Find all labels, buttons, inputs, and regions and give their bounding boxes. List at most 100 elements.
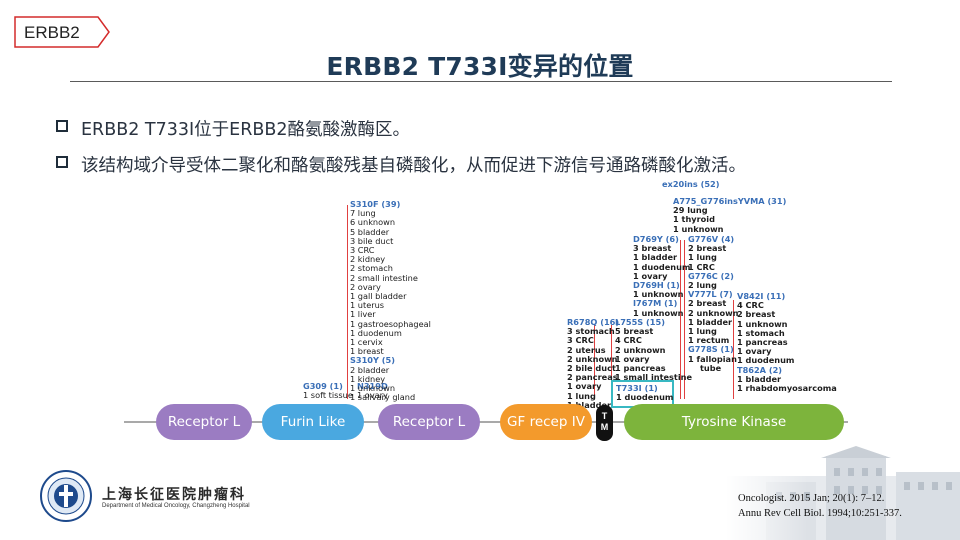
mutation-line-text: 1 unknown xyxy=(633,307,684,318)
mutation-line-text: 2 stomach xyxy=(350,263,393,274)
references: Oncologist. 2015 Jan; 20(1): 7–12. Annu … xyxy=(738,491,902,521)
mutation-header: S310F (39) xyxy=(350,199,401,209)
mutation-header: G309 (1) xyxy=(303,381,343,391)
mutation-line-text: 3 CRC xyxy=(567,335,594,346)
mutation-line-text: 1 gall bladder xyxy=(350,291,407,302)
mutation-line-text: 1 rectum xyxy=(688,335,730,346)
mutation-line-v842i xyxy=(733,300,734,399)
mutation-line-s310 xyxy=(347,205,348,399)
mutation-line-text: 3 bile duct xyxy=(350,235,394,246)
mutation-line-text: 1 ovary xyxy=(737,346,772,357)
mutation-header: L755S (15) xyxy=(615,317,665,327)
mutation-label-n319d: N319D 1 ovary xyxy=(357,381,388,401)
mutation-line-l755s xyxy=(611,325,612,381)
mutation-line-text: 1 duodenum xyxy=(350,327,402,338)
mutation-line-text: 1 CRC xyxy=(688,261,715,272)
mutation-line-text: 1 pancreas xyxy=(737,337,788,348)
mutation-header: V842I (11) xyxy=(737,291,786,301)
mutation-header: T862A (2) xyxy=(737,364,783,375)
mutation-label-r678q: R678Q (16) 3 stomach 3 CRC 2 uterus 2 un… xyxy=(567,317,620,410)
mutation-line-text: 4 CRC xyxy=(737,300,764,311)
mutation-line-text: 2 bile duct xyxy=(567,363,616,374)
mutation-line-text: 2 breast xyxy=(688,243,727,254)
mutation-line-text: 6 unknown xyxy=(350,217,396,228)
mutation-line-text: tube xyxy=(700,362,722,373)
mutation-label-t733i: T733I (1) 1 duodenum xyxy=(616,383,673,402)
mutation-line-text: 2 kidney xyxy=(350,254,386,265)
mutation-header: ex20ins (52) xyxy=(662,179,720,189)
domain-gf-recep-iv: GF recep IV xyxy=(500,404,592,440)
bullet-text: 该结构域介导受体二聚化和酪氨酸残基自磷酸化，从而促进下游信号通路磷酸化激活。 xyxy=(81,156,746,176)
bullet-text: ERBB2 T733I位于ERBB2酪氨酸激酶区。 xyxy=(81,120,411,140)
t733i-highlight-box xyxy=(611,380,674,408)
mutation-line-text: 1 ovary xyxy=(567,381,602,392)
mutation-line-g776 xyxy=(684,240,685,399)
mutation-line-text: 1 unknown xyxy=(633,289,684,300)
mutation-header: V777L (7) xyxy=(688,289,733,300)
mutation-line-text: 2 breast xyxy=(737,309,776,320)
mutation-line-text: 1 ovary xyxy=(357,390,388,401)
tag-label: ERBB2 xyxy=(24,23,80,42)
tag-arrow-shape xyxy=(14,16,110,48)
mutation-line-text: 1 kidney xyxy=(350,373,386,384)
mutation-line-text: 1 liver xyxy=(350,309,376,320)
mutation-line-text: 1 lung xyxy=(688,326,717,337)
mutation-line-text: 2 bladder xyxy=(350,364,390,375)
mutation-line-text: 1 bladder xyxy=(737,373,782,384)
square-bullet-icon xyxy=(56,120,68,132)
square-bullet-icon xyxy=(56,156,68,168)
section-tag: ERBB2 xyxy=(14,16,110,48)
mutation-line-text: 1 soft tissue xyxy=(303,390,353,401)
mutation-line-d769 xyxy=(680,240,681,399)
mutation-line-text: 1 fallopian xyxy=(688,353,737,364)
mutation-line-text: 2 unknown xyxy=(688,307,739,318)
protein-backbone xyxy=(124,421,848,423)
mutation-label-v842i: V842I (11) 4 CRC 2 breast 1 unknown 1 st… xyxy=(737,291,837,394)
mutation-line-text: 1 duodenum xyxy=(737,355,795,366)
mutation-line-text: 2 pancreas xyxy=(567,372,618,383)
mutation-label-s310f: S310F (39) 7 lung 6 unknown 5 bladder 3 … xyxy=(350,199,431,402)
hospital-logo xyxy=(40,470,92,522)
mutation-line-text: 2 unknown xyxy=(615,344,666,355)
mutation-line-text: 1 duodenum xyxy=(633,261,691,272)
mutation-header: I767M (1) xyxy=(633,298,678,309)
mutation-header: S310Y (5) xyxy=(350,355,395,366)
mutation-header: A775_G776insYVMA (31) xyxy=(673,196,787,206)
mutation-line-text: 1 breast xyxy=(350,346,384,357)
mutation-line-text: 1 pancreas xyxy=(615,363,666,374)
mutation-line-text: 1 bladder xyxy=(633,252,678,263)
mutation-line-text: 1 thyroid xyxy=(673,214,715,225)
mutation-line-text: 1 lung xyxy=(688,252,717,263)
reference-item: Annu Rev Cell Biol. 1994;10:251-337. xyxy=(738,508,902,519)
mutation-line-text: 1 cervix xyxy=(350,337,383,348)
mutation-header: G778S (1) xyxy=(688,344,734,355)
hospital-department: Department of Medical Oncology, Changzhe… xyxy=(102,503,250,509)
domain-furin-like: Furin Like xyxy=(262,404,364,440)
mutation-line-text: 2 small intestine xyxy=(350,272,418,283)
domain-receptor-l-1: Receptor L xyxy=(156,404,252,440)
mutation-line-text: 1 unknown xyxy=(350,383,396,394)
mutation-line-text: 1 rhabdomyosarcoma xyxy=(737,383,837,394)
hospital-name: 上海长征医院肿瘤科 xyxy=(102,487,246,503)
mutation-line-text: 1 unknown xyxy=(673,223,724,234)
slide-title: ERBB2 T733I变异的位置 xyxy=(326,52,634,81)
mutation-line-text: 7 lung xyxy=(350,208,376,219)
mutation-line-text: 4 CRC xyxy=(615,335,642,346)
domain-receptor-l-2: Receptor L xyxy=(378,404,480,440)
title-divider xyxy=(70,81,892,82)
mutation-line-text: 3 stomach xyxy=(567,326,615,337)
mutation-label-a775: A775_G776insYVMA (31) 29 lung 1 thyroid … xyxy=(673,196,787,234)
reference-item: Oncologist. 2015 Jan; 20(1): 7–12. xyxy=(738,493,885,504)
mutation-line-text: 1 uterus xyxy=(350,300,385,311)
mutation-line-text: 1 unknown xyxy=(737,318,788,329)
mutation-header: R678Q (16) xyxy=(567,317,620,327)
mutation-header: N319D xyxy=(357,381,388,391)
mutation-line-text: 2 uterus xyxy=(567,344,606,355)
mutation-line-text: 1 ovary xyxy=(615,353,650,364)
mutation-line-text: 5 breast xyxy=(615,326,654,337)
mutation-header: D769Y (6) xyxy=(633,234,679,244)
mutation-line-text: 2 lung xyxy=(688,280,717,291)
mutation-line-text: 2 breast xyxy=(688,298,727,309)
